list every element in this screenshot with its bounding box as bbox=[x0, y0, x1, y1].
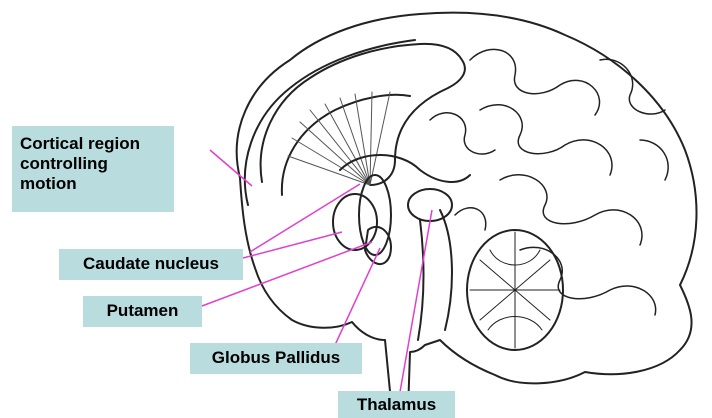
label-globus-pallidus: Globus Pallidus bbox=[190, 343, 362, 374]
label-cortical-line-1: Cortical region bbox=[20, 134, 166, 154]
gyri-pattern bbox=[430, 49, 668, 315]
pointer-thalamus bbox=[400, 210, 432, 392]
label-cortical-line-2: controlling bbox=[20, 154, 166, 174]
cerebellum bbox=[467, 230, 563, 350]
label-cortical-line-3: motion bbox=[20, 174, 166, 194]
globus-pallidus-shape bbox=[365, 227, 391, 264]
thalamus-shape bbox=[408, 189, 452, 221]
putamen-shape bbox=[359, 175, 391, 255]
brainstem-outline bbox=[418, 210, 452, 340]
caudate-nucleus-shape bbox=[333, 194, 377, 250]
label-cortical-region: Cortical region controlling motion bbox=[12, 126, 174, 212]
ventricle-outline bbox=[340, 155, 470, 182]
label-thalamus: Thalamus bbox=[338, 391, 455, 418]
radiating-fibers bbox=[288, 92, 390, 185]
pointer-caudate bbox=[243, 232, 342, 258]
label-putamen: Putamen bbox=[83, 296, 202, 327]
callosum-outline bbox=[282, 95, 410, 195]
label-caudate-nucleus: Caudate nucleus bbox=[59, 249, 243, 280]
pointer-globus bbox=[335, 248, 380, 345]
